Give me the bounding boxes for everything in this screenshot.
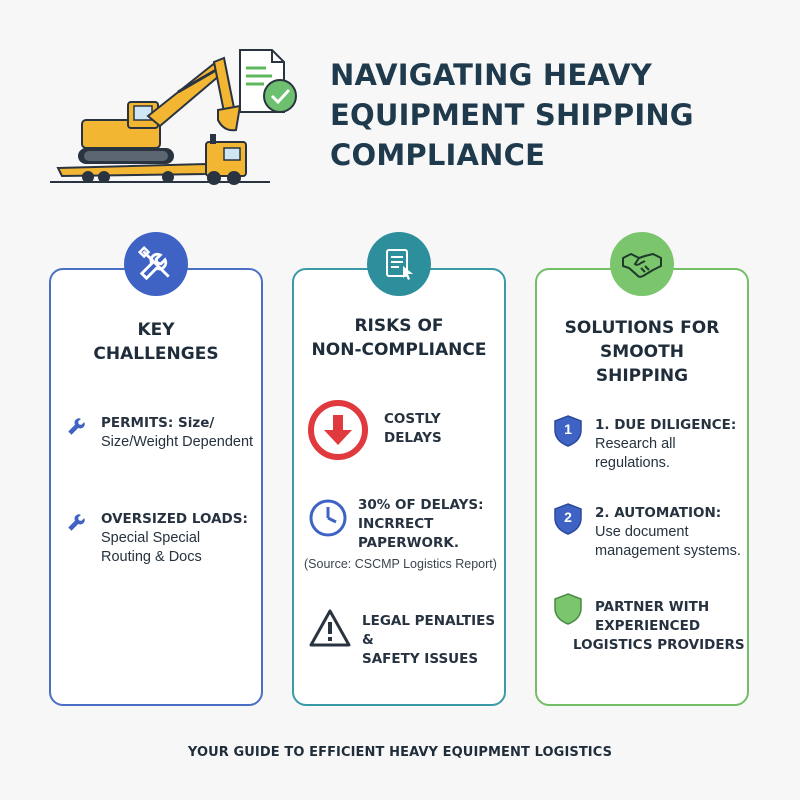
challenges-card: KEY CHALLENGES PERMITS: Size/ Size/Weigh…	[49, 268, 263, 706]
shield-1-badge: 1	[564, 421, 572, 437]
risks-title: RISKS OF NON-COMPLIANCE	[311, 316, 487, 360]
risk-source-citation: (Source: CSCMP Logistics Report)	[304, 557, 497, 571]
solutions-card: SOLUTIONS FOR SMOOTH SHIPPING 1 1. DUE D…	[535, 268, 749, 706]
handshake-icon	[610, 232, 674, 296]
risk-paperwork-delays: 30% OF DELAYS: INCRRECT PAPERWORK.	[358, 497, 484, 551]
risk-costly-delays: COSTLY DELAYS	[384, 411, 442, 446]
shield-1-icon	[554, 415, 582, 447]
down-arrow-circle-icon	[308, 400, 368, 460]
wrench-screwdriver-icon	[124, 232, 188, 296]
warning-triangle-icon	[309, 609, 351, 647]
solution-due-diligence: 1. DUE DILIGENCE: Research all regulatio…	[595, 417, 737, 471]
shield-green-icon	[554, 593, 582, 625]
risk-legal-penalties: LEGAL PENALTIES & SAFETY ISSUES	[362, 613, 496, 667]
challenges-title: KEY CHALLENGES	[93, 320, 219, 364]
page-title: NAVIGATING HEAVY EQUIPMENT SHIPPING COMP…	[330, 58, 694, 172]
clock-icon	[309, 499, 347, 537]
risks-card: RISKS OF NON-COMPLIANCE COSTLY DELAYS 30…	[292, 268, 506, 706]
footer-tagline: YOUR GUIDE TO EFFICIENT HEAVY EQUIPMENT …	[187, 745, 613, 760]
document-pointer-icon	[367, 232, 431, 296]
solutions-title: SOLUTIONS FOR SMOOTH SHIPPING	[564, 318, 720, 386]
solution-automation: 2. AUTOMATION: Use document management s…	[595, 505, 741, 559]
excavator-on-truck-illustration	[50, 56, 270, 185]
wrench-icon	[68, 514, 85, 531]
document-check-icon	[239, 49, 297, 113]
wrench-icon	[68, 418, 85, 435]
challenge-permits: PERMITS: Size/ Size/Weight Dependent	[101, 415, 254, 450]
solution-partner: PARTNER WITH EXPERIENCED LOGISTICS PROVI…	[573, 599, 745, 653]
shield-2-icon	[554, 503, 582, 535]
challenge-oversized-loads: OVERSIZED LOADS: Special Special Routing…	[101, 511, 248, 565]
shield-2-badge: 2	[564, 509, 572, 525]
